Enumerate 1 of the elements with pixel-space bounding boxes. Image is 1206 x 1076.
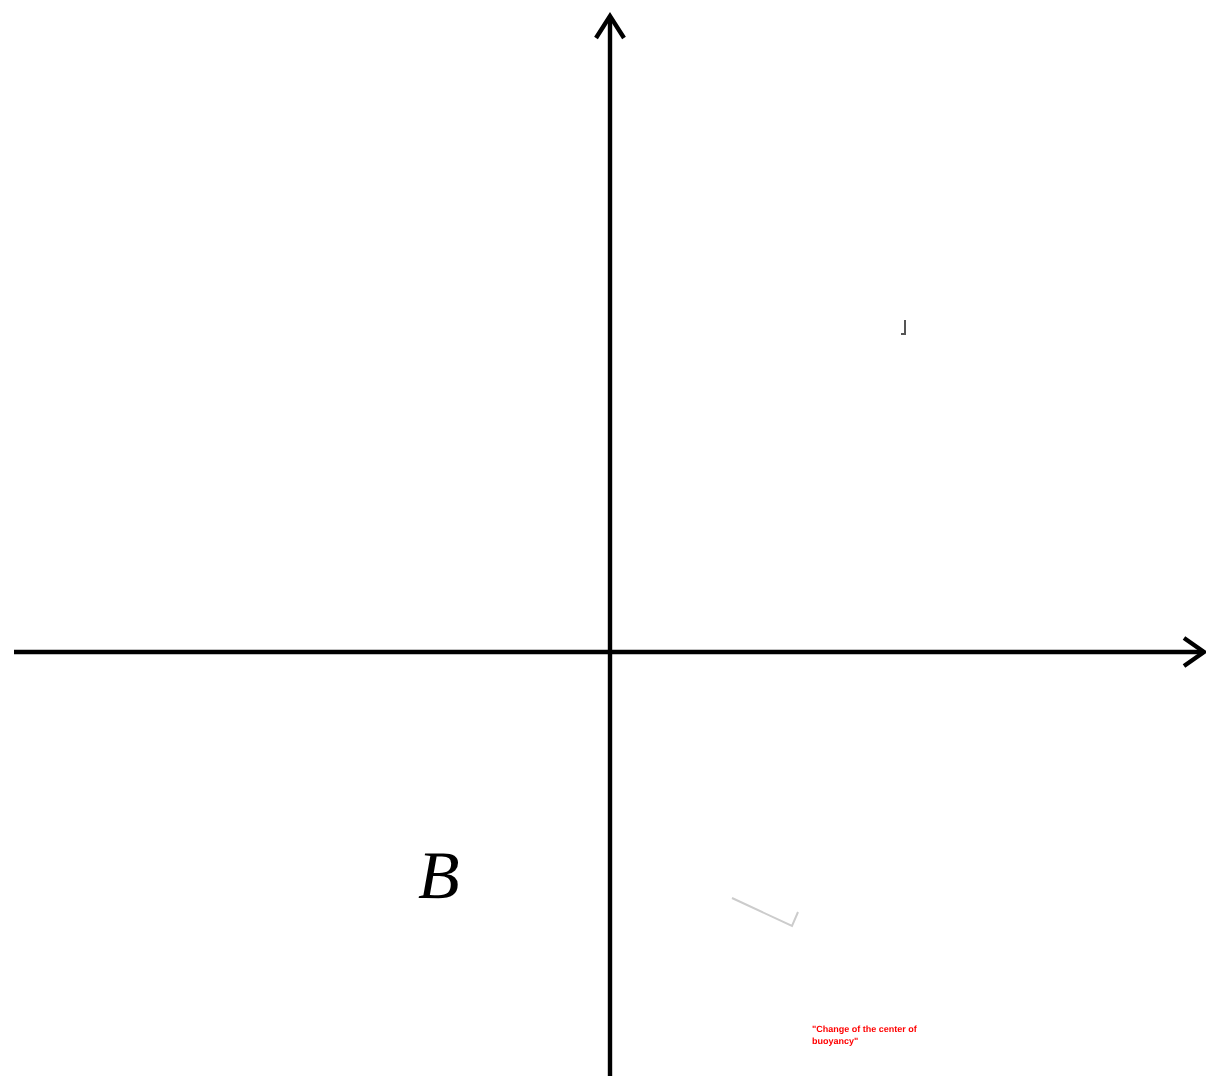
- point-label: B: [418, 844, 460, 912]
